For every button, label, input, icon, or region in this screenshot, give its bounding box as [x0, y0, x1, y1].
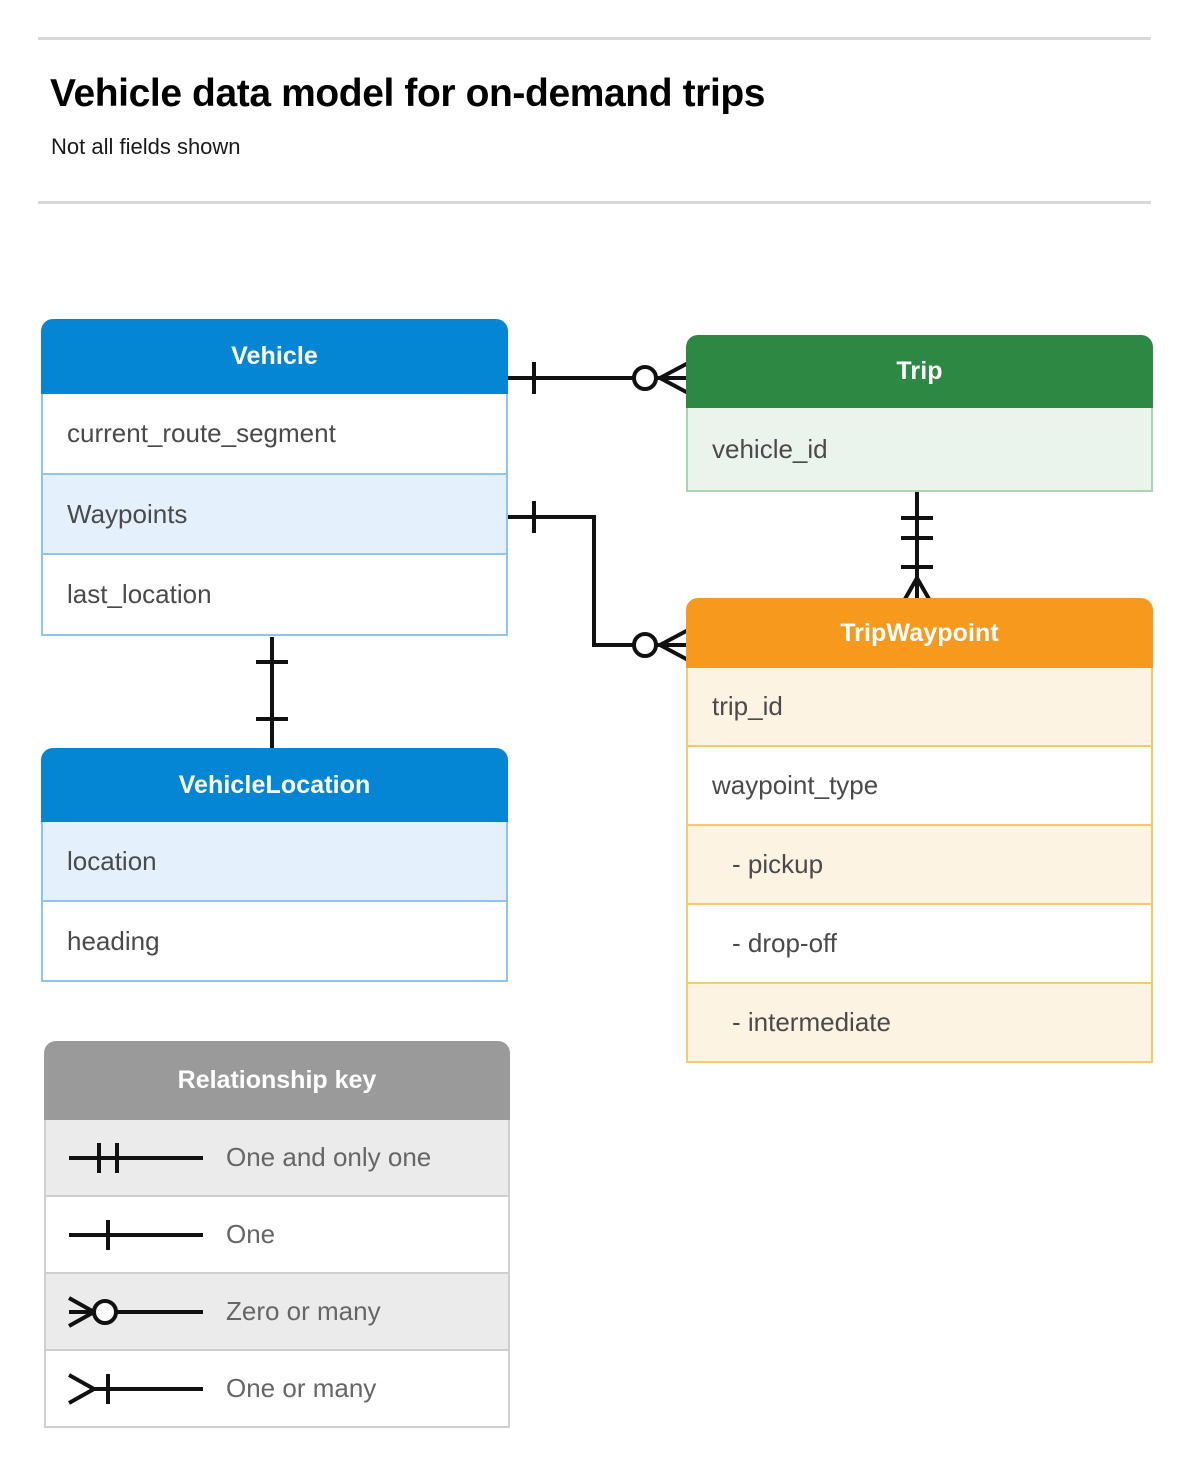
- relationship-key-title: Relationship key: [44, 1041, 510, 1120]
- entity-tripwaypoint-value-intermediate[interactable]: - intermediate: [686, 984, 1153, 1063]
- entity-trip-field-vehicle-id[interactable]: vehicle_id: [686, 408, 1153, 492]
- page-title: Vehicle data model for on-demand trips: [50, 72, 766, 115]
- one-icon: [46, 1213, 226, 1257]
- legend-label-one-and-only-one: One and only one: [226, 1142, 432, 1172]
- entity-vehiclelocation-field-location[interactable]: location: [41, 822, 508, 902]
- legend-label-one: One: [226, 1219, 276, 1249]
- connector-waypoints-to-tripwaypoint: [506, 501, 691, 663]
- zero-or-many-icon: [46, 1290, 226, 1334]
- legend-row-one-and-only-one: One and only one: [44, 1120, 510, 1197]
- entity-tripwaypoint-value-pickup[interactable]: - pickup: [686, 826, 1153, 905]
- connector-vehicle-to-vehiclelocation: [256, 637, 288, 755]
- legend-label-one-or-many: One or many: [226, 1373, 377, 1403]
- entity-vehicle-title: Vehicle: [41, 319, 508, 394]
- entity-vehiclelocation-field-heading[interactable]: heading: [41, 902, 508, 982]
- entity-tripwaypoint-value-drop-off[interactable]: - drop-off: [686, 905, 1153, 984]
- page-subtitle: Not all fields shown: [51, 134, 241, 159]
- legend-label-zero-or-many: Zero or many: [226, 1296, 381, 1326]
- one-or-many-icon: [46, 1367, 226, 1411]
- entity-vehicle-field-last-location[interactable]: last_location: [41, 555, 508, 636]
- entity-tripwaypoint-field-trip-id[interactable]: trip_id: [686, 668, 1153, 747]
- legend-row-one-or-many: One or many: [44, 1351, 510, 1428]
- legend-row-zero-or-many: Zero or many: [44, 1274, 510, 1351]
- entity-vehicle-field-current-route-segment[interactable]: current_route_segment: [41, 394, 508, 475]
- entity-vehiclelocation-title: VehicleLocation: [41, 748, 508, 822]
- header-divider-top: [38, 37, 1151, 40]
- entity-vehicle-field-waypoints[interactable]: Waypoints: [41, 475, 508, 555]
- header-divider-bottom: [38, 201, 1151, 204]
- entity-trip-title: Trip: [686, 335, 1153, 408]
- relationship-key-legend: Relationship key One and only one One: [44, 1041, 510, 1428]
- entity-trip[interactable]: Trip vehicle_id: [686, 335, 1153, 492]
- one-and-only-one-icon: [46, 1136, 226, 1180]
- legend-row-one: One: [44, 1197, 510, 1274]
- connector-trip-to-tripwaypoint: [899, 492, 935, 607]
- entity-tripwaypoint-field-waypoint-type[interactable]: waypoint_type: [686, 747, 1153, 826]
- entity-vehiclelocation[interactable]: VehicleLocation location heading: [41, 748, 508, 982]
- connector-vehicle-to-trip: [506, 360, 691, 396]
- entity-vehicle[interactable]: Vehicle current_route_segment Waypoints …: [41, 319, 508, 636]
- entity-tripwaypoint-title: TripWaypoint: [686, 598, 1153, 668]
- entity-tripwaypoint[interactable]: TripWaypoint trip_id waypoint_type - pic…: [686, 598, 1153, 1063]
